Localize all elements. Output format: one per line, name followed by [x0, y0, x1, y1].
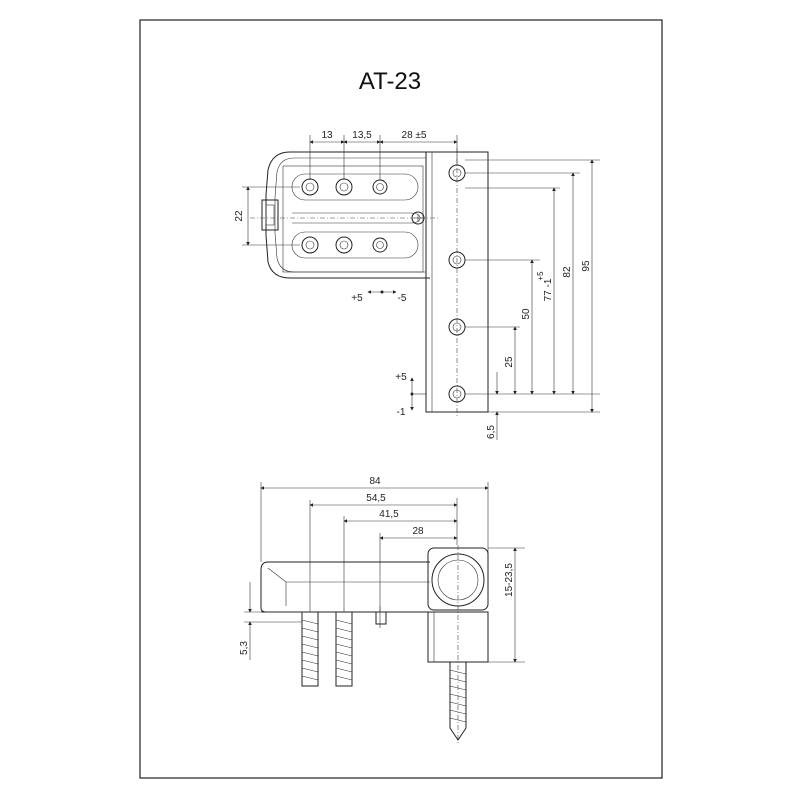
dim-82: 82: [562, 266, 573, 278]
upper-slot: [291, 173, 419, 201]
drawing-frame: [139, 19, 663, 779]
drawing-title: AT-23: [359, 68, 421, 95]
dim-77: 77 -1: [543, 278, 554, 301]
adj-minus-5: -5: [398, 293, 407, 304]
dim-28-side: 28: [412, 526, 424, 537]
side-view: 84 54,5 41,5 28 15-: [239, 476, 525, 745]
dim-13: 13: [321, 130, 333, 141]
dim-28: 28 ±5: [402, 130, 427, 141]
adjustment-clip: [261, 199, 279, 231]
dim-22: 22: [234, 210, 245, 222]
dim-13-5: 13,5: [352, 130, 372, 141]
dim-54-5: 54,5: [366, 493, 386, 504]
dim-84: 84: [369, 476, 381, 487]
dim-77-tol: +5: [536, 271, 545, 281]
adj-minus-1-vertical: -1: [397, 407, 406, 418]
wood-screws: [301, 611, 467, 741]
top-view: 13 13,5 28 ±5 22 +5 -5 95 82 77 -1 +5 50…: [234, 130, 600, 440]
lower-slot: [291, 231, 419, 259]
dim-95: 95: [581, 260, 592, 272]
dim-6-5: 6,5: [486, 425, 497, 439]
dim-25: 25: [504, 356, 515, 368]
dim-50: 50: [521, 308, 532, 320]
dim-5-3: 5,3: [239, 641, 250, 655]
hinge-body-outline: [265, 151, 430, 279]
side-body-outline: [260, 561, 430, 613]
slot-screws: [301, 178, 388, 254]
adj-plus-5: +5: [351, 293, 363, 304]
adj-plus-5-vertical: +5: [395, 372, 407, 383]
dim-41-5: 41,5: [379, 509, 399, 520]
dim-15-23-5: 15-23,5: [504, 563, 515, 597]
